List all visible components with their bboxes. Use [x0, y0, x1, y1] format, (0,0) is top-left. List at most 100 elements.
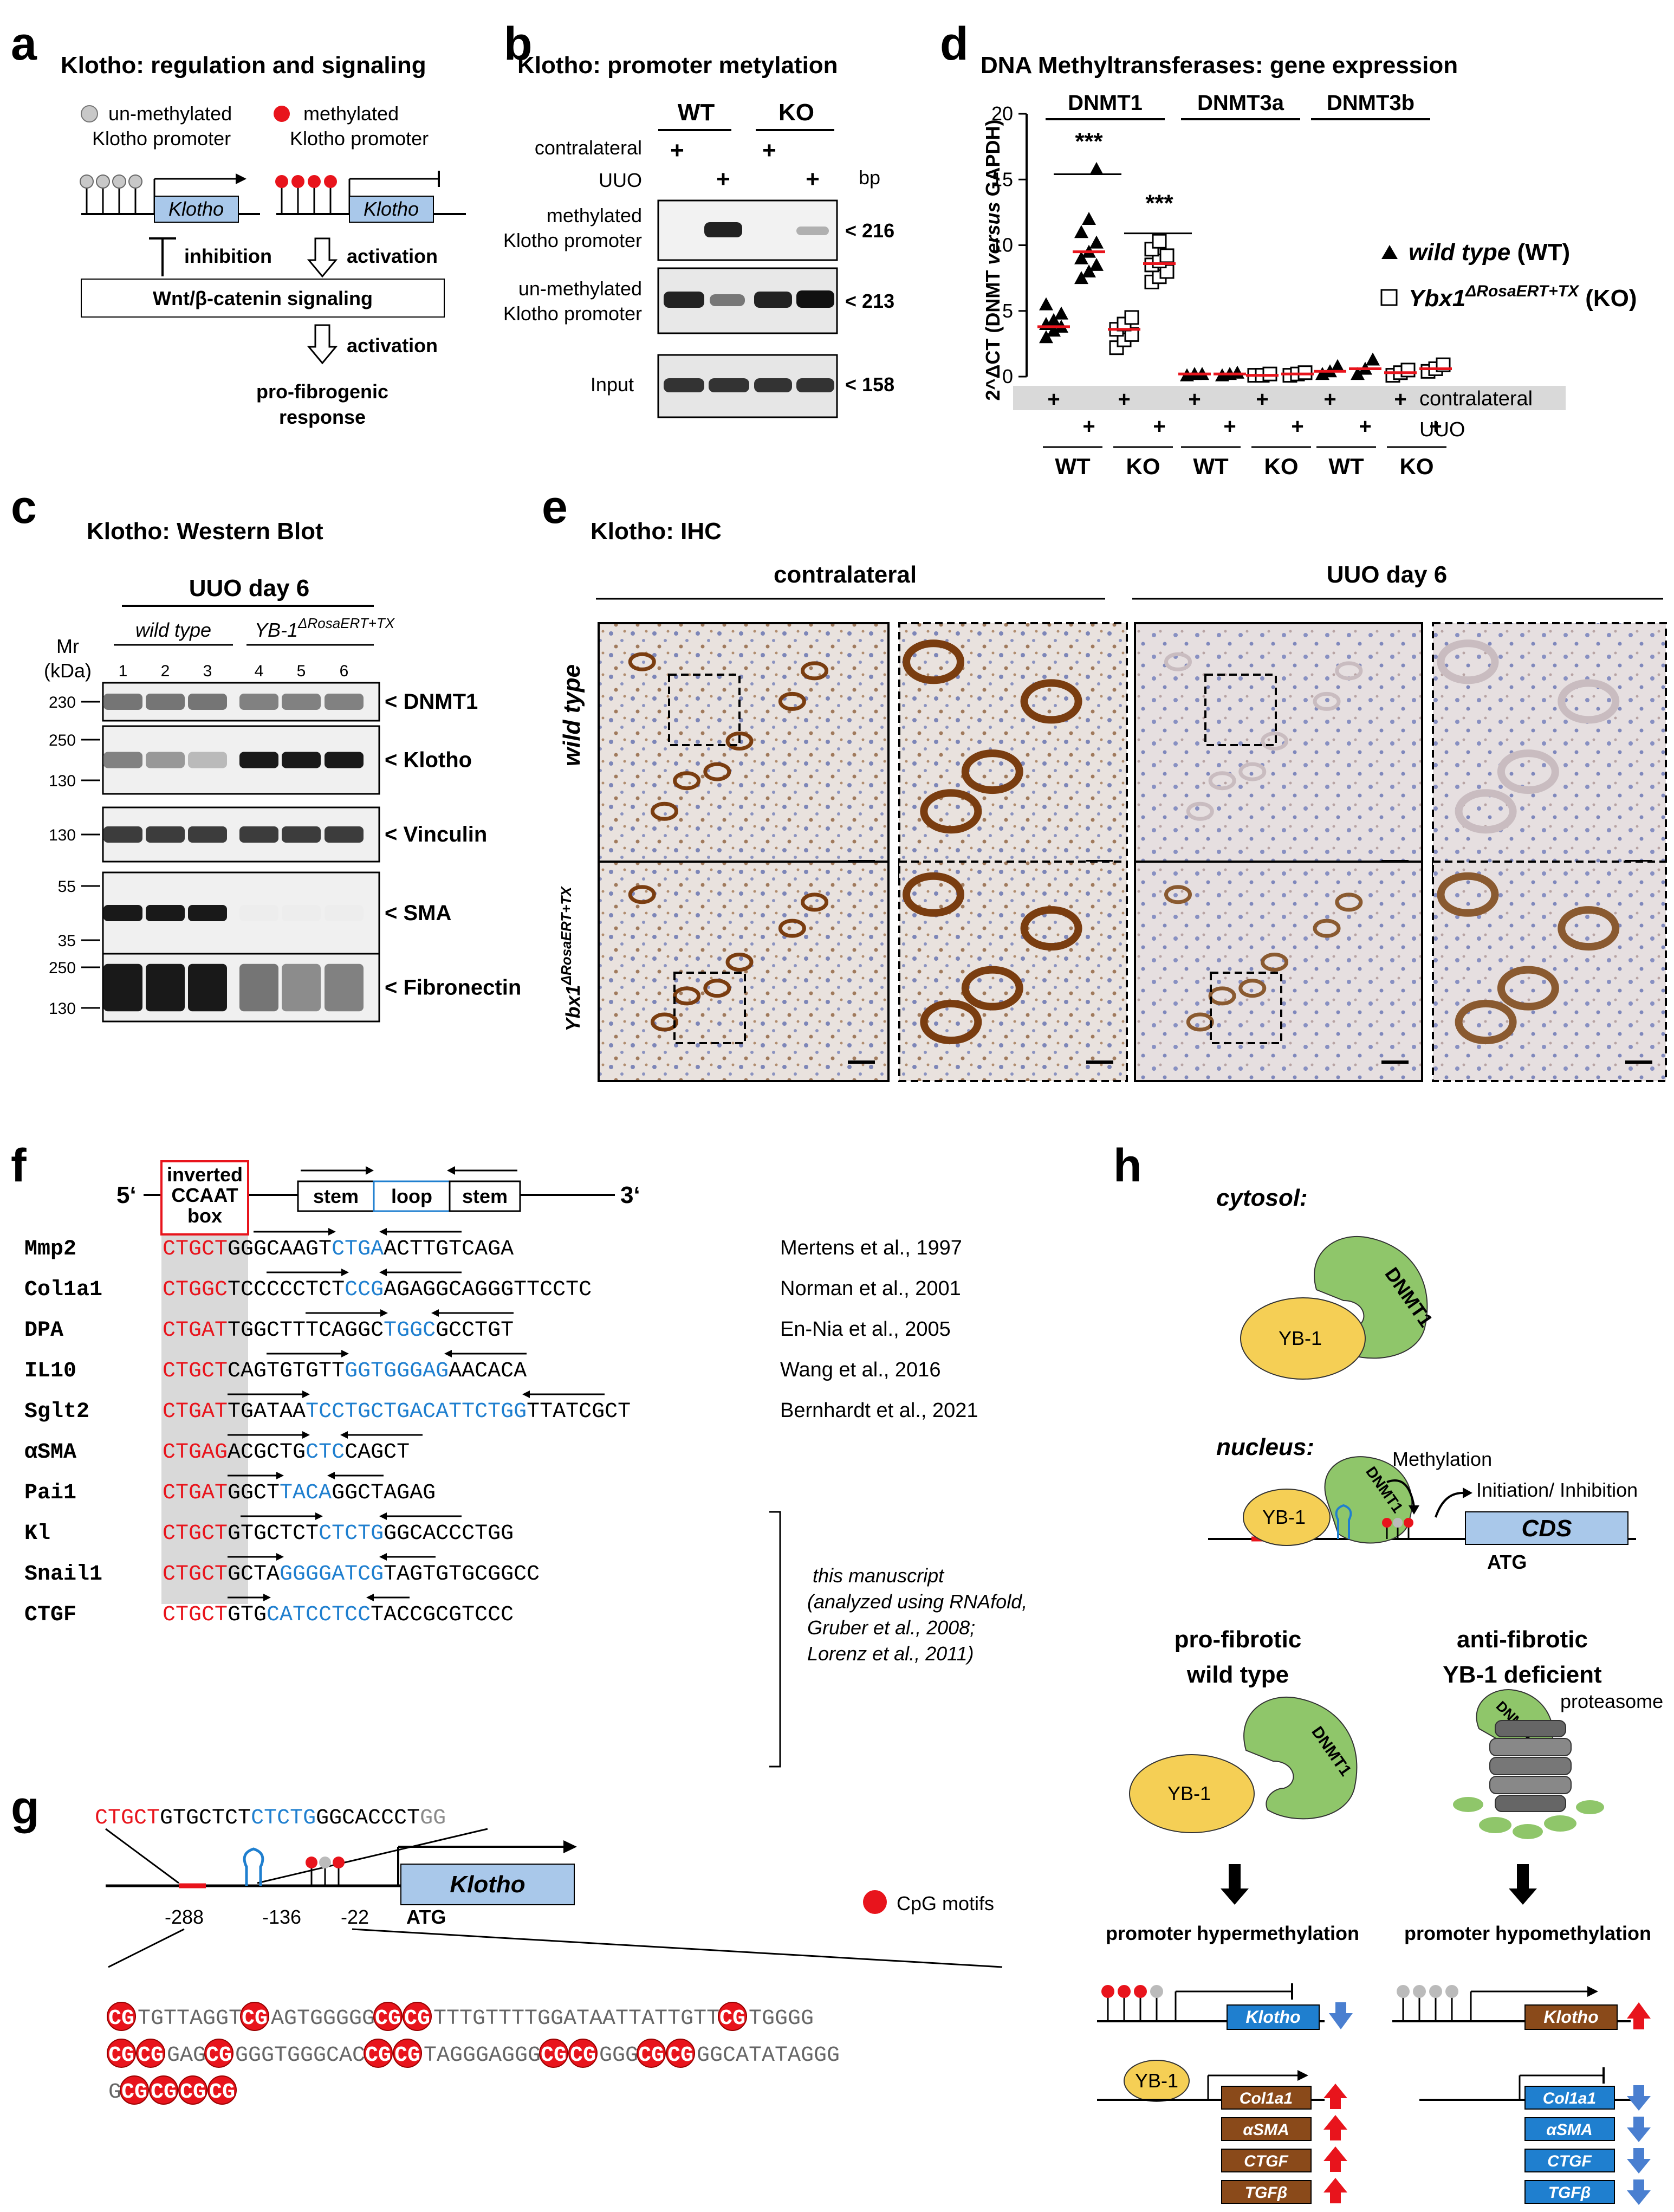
stem-loop [243, 1847, 264, 1886]
g-klotho-label: Klotho [450, 1871, 525, 1898]
cpg-text: CG [151, 2080, 177, 2105]
sequence: CTGCTGTGCTCTCTCTGGGCACCCTGG [163, 1522, 514, 1546]
sequence: CTGCTGCTAGGGGATCGTAGTGTGCGGCC [163, 1562, 540, 1587]
loop-box [373, 1180, 451, 1212]
gene-klotho-unmeth: Klotho [168, 198, 224, 220]
f-bracket [769, 1511, 781, 1768]
cpg-text: CG [138, 2043, 164, 2068]
f-five-prime: 5‘ [116, 1182, 137, 1208]
sequence: CTGATTGATAATCCTGCTGACATTCTGGTTATCGCT [163, 1400, 631, 1424]
cpg-motif [666, 2039, 695, 2068]
blot-band [325, 905, 364, 921]
y-tick-label: 5 [1002, 300, 1013, 322]
cpg-text: CG [667, 2043, 693, 2068]
left-asma: αSMA [1243, 2121, 1289, 2139]
left-tgfb: TGFβ [1245, 2184, 1288, 2202]
x-group-label: WT [1193, 454, 1229, 479]
data-point-wt [1089, 257, 1104, 271]
gel1-size: < 216 [845, 219, 894, 242]
blot-band [188, 752, 227, 768]
pos-22: -22 [341, 1906, 369, 1928]
group-header: DNMT3a [1197, 91, 1284, 115]
cpg-text: CG [108, 2007, 134, 2031]
gel2-label-1: un-methylated [518, 277, 642, 300]
cpg-legend-dot [863, 1890, 887, 1914]
gene-name: Mmp2 [24, 1237, 76, 1262]
group-header: DNMT1 [1068, 91, 1143, 115]
blot-band [146, 905, 185, 921]
panel-letter-f: f [11, 1140, 27, 1192]
blot-band [146, 694, 185, 710]
tubule [778, 919, 806, 938]
y-tick-label: 0 [1002, 365, 1013, 387]
blot-band [103, 752, 142, 768]
c-kda: (kDa) [44, 659, 92, 682]
sequence: CTGCTCAGTGTGTTGGTGGGAGAACACA [163, 1359, 527, 1383]
left-yb1: YB-1 [1135, 2069, 1178, 2092]
sequence: CTGGCTCCCCCTCTCCGAGAGGCAGGGTTCCTC [163, 1278, 592, 1302]
x-group-label: WT [1055, 454, 1091, 479]
tubule [725, 952, 754, 972]
e-col-uuo: UUO day 6 [1327, 561, 1448, 588]
lane-number: 4 [255, 662, 264, 680]
blot-band [188, 694, 227, 710]
yb1-shape [1240, 1297, 1366, 1380]
gene-name: DPA [24, 1318, 63, 1343]
tubule [1497, 749, 1559, 794]
legend-unmethylated-line1: un-methylated [108, 102, 232, 125]
gene-name: Sglt2 [24, 1400, 89, 1424]
mw-marker: 130 [49, 772, 76, 790]
wt-yb1-label: YB-1 [1167, 1782, 1211, 1804]
blot-band [188, 826, 227, 843]
reference: En-Nia et al., 2005 [780, 1318, 951, 1341]
data-point-ko [1124, 310, 1139, 325]
blot-band [103, 963, 142, 1012]
tubule [903, 639, 964, 684]
f-note-3: Gruber et al., 2008; [807, 1616, 975, 1639]
mw-marker: 230 [49, 694, 76, 712]
blot-band [282, 694, 321, 710]
left-col1a1: Col1a1 [1240, 2090, 1293, 2107]
cytosol-complex: DNMT1 YB-1 [1240, 1236, 1437, 1380]
ihc-image [898, 861, 1128, 1082]
ihc-image [1134, 622, 1423, 882]
tubule [673, 771, 701, 791]
right-ctgf: CTGF [1547, 2152, 1592, 2170]
significance-stars: *** [1145, 190, 1173, 216]
lane-number: 2 [161, 662, 170, 680]
tubule [703, 762, 731, 781]
promoter-lollipops [306, 1857, 345, 1886]
pos-136: -136 [262, 1906, 301, 1928]
right-promoter: Klotho [1392, 1985, 1651, 2030]
tubule [961, 749, 1023, 794]
tubule [801, 661, 829, 681]
tubule [778, 691, 806, 711]
design-plus: + [1118, 387, 1130, 411]
hypo-label: promoter hypomethylation [1404, 1922, 1651, 1944]
stem-label-1: stem [313, 1185, 359, 1207]
design-plus: + [1291, 415, 1303, 438]
b-row-uuo: UUO [599, 169, 642, 191]
design-plus: + [1323, 387, 1336, 411]
sequence: CTGATTGGCTTTCAGGCTGGCGCCTGT [163, 1318, 514, 1343]
left-promoter: Klotho [1097, 1983, 1353, 2030]
sequence-text: G [108, 2080, 121, 2105]
h-cytosol: cytosol: [1216, 1185, 1308, 1211]
sequence-text: TGTTAGGT [138, 2007, 242, 2031]
b-bp: bp [859, 166, 880, 189]
ihc-image [1432, 622, 1667, 882]
blot-band [146, 752, 185, 768]
x-group-label: KO [1264, 454, 1299, 479]
tubule [703, 979, 731, 998]
blot-band [282, 963, 321, 1012]
legend-unmethylated-line2: Klotho promoter [92, 127, 231, 150]
g-atg: ATG [406, 1906, 446, 1928]
methylation-label: Methylation [1392, 1448, 1492, 1470]
ihc-image [1432, 861, 1667, 1082]
wt-complex: DNMT1 YB-1 [1129, 1696, 1358, 1833]
data-point-wt [1082, 264, 1096, 277]
blot-band [325, 963, 364, 1012]
tubule [1335, 661, 1363, 681]
design-plus: + [1082, 415, 1095, 438]
data-point-wt [1089, 235, 1104, 249]
